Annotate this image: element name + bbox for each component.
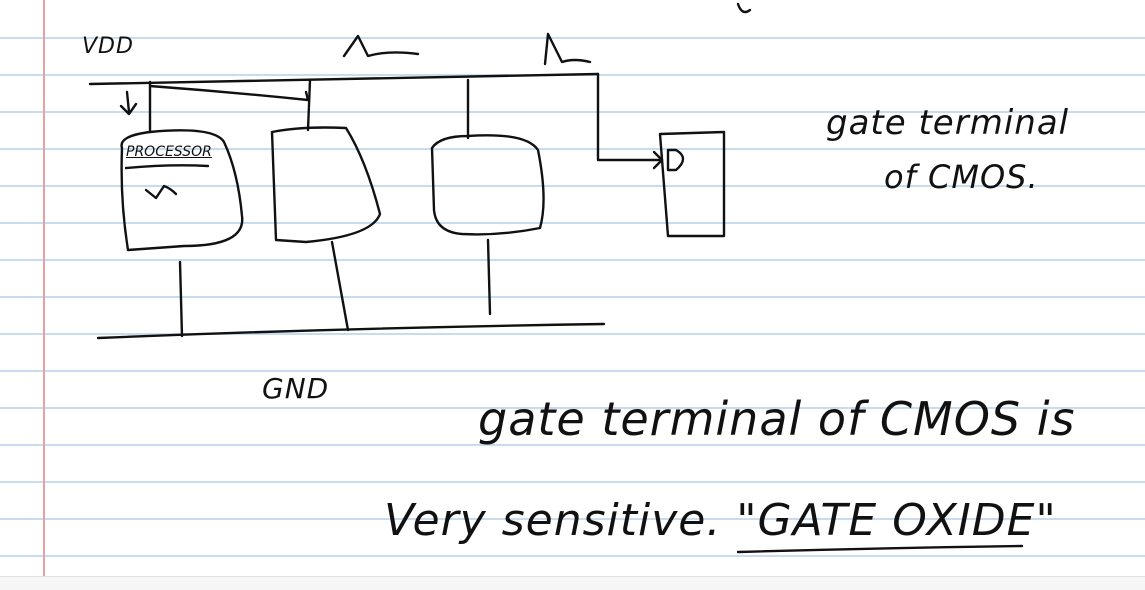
main-note-line-1: gate terminal of CMOS is [478, 392, 1076, 446]
margin-line [43, 0, 45, 589]
processor-block [120, 129, 244, 252]
side-note-line-1: gate terminal [826, 103, 1070, 143]
cmos-gate-box [658, 130, 726, 238]
spike-glitch-2 [543, 32, 592, 66]
logic-block-3 [430, 134, 545, 236]
processor-mark [144, 184, 178, 200]
vdd-tap-2 [306, 78, 312, 132]
processor-label: PROCESSOR [126, 144, 212, 160]
gnd-lead-1 [178, 260, 184, 338]
gate-oxide-underline [736, 544, 1024, 554]
top-stray-mark [736, 2, 752, 14]
spike-glitch-1 [342, 34, 420, 58]
main-note-line-2: Very sensitive. "GATE OXIDE" [384, 495, 1057, 546]
logic-block-2 [270, 126, 382, 244]
gnd-label: GND [262, 372, 330, 405]
gnd-lead-3 [486, 238, 492, 316]
processor-underline [124, 164, 210, 170]
vdd-label: VDD [82, 34, 134, 59]
vdd-rail [88, 72, 600, 86]
side-note-line-2: of CMOS. [884, 158, 1039, 196]
vdd-arrow-icon [119, 90, 138, 116]
gate-symbol [666, 148, 685, 172]
vdd-tap-1b [148, 84, 310, 102]
gate-wire [596, 72, 664, 162]
bottom-edge-bar [0, 576, 1145, 590]
gnd-rail [96, 322, 606, 340]
gnd-lead-2 [330, 240, 350, 332]
